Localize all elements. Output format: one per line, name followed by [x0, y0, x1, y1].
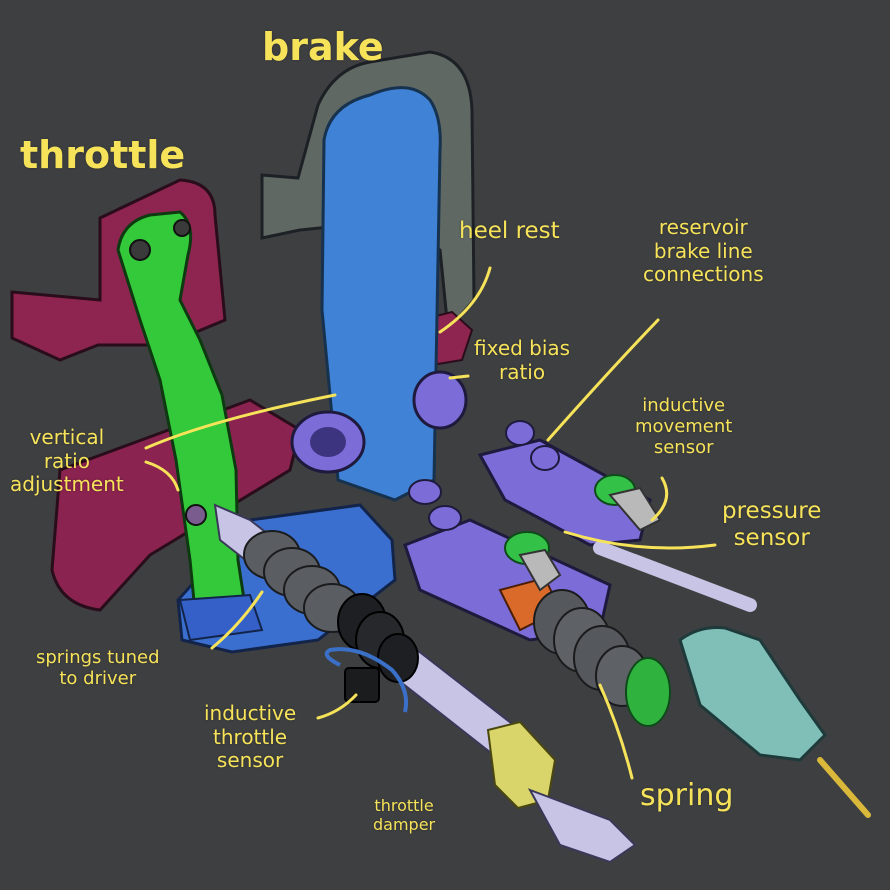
- label-vertical-ratio-adjustment: vertical ratio adjustment: [10, 425, 124, 497]
- label-heel-rest: heel rest: [459, 218, 560, 244]
- label-throttle: throttle: [20, 133, 186, 177]
- leader-spring: [598, 683, 634, 780]
- leader-vertical-ratio-lower: [144, 460, 180, 492]
- master-cylinder-upper: [477, 438, 652, 547]
- throttle-damper-boot: [337, 593, 419, 683]
- label-spring: spring: [640, 778, 734, 813]
- label-throttle-damper: throttle damper: [373, 796, 436, 834]
- leader-heel-rest: [438, 266, 492, 334]
- leader-vertical-ratio-upper: [144, 393, 337, 450]
- label-fixed-bias-ratio: fixed bias ratio: [474, 336, 571, 384]
- leader-lines: [144, 266, 717, 780]
- leader-pressure-sensor: [563, 530, 717, 550]
- label-reservoir-brake-line-connections: reservoir brake line connections: [643, 215, 764, 287]
- leader-fixed-bias: [448, 374, 470, 380]
- leader-springs-tuned: [210, 590, 264, 650]
- leader-inductive-throttle: [316, 693, 358, 720]
- label-springs-tuned-to-driver: springs tuned to driver: [36, 647, 160, 690]
- brake-spring-bellows: [533, 589, 671, 727]
- inductive-throttle-sensor-body: [344, 667, 380, 703]
- leader-inductive-movement: [650, 476, 669, 522]
- rear-teal-bracket: [678, 626, 827, 762]
- label-inductive-movement-sensor: inductive movement sensor: [635, 395, 733, 459]
- throttle-heel-plate: [50, 398, 302, 612]
- label-brake: brake: [262, 25, 384, 69]
- brake-pedal: [320, 86, 442, 502]
- fixed-bias-pivot: [412, 370, 468, 430]
- leader-reservoir: [546, 318, 660, 442]
- label-inductive-throttle-sensor: inductive throttle sensor: [204, 701, 297, 773]
- label-pressure-sensor: pressure sensor: [722, 498, 822, 552]
